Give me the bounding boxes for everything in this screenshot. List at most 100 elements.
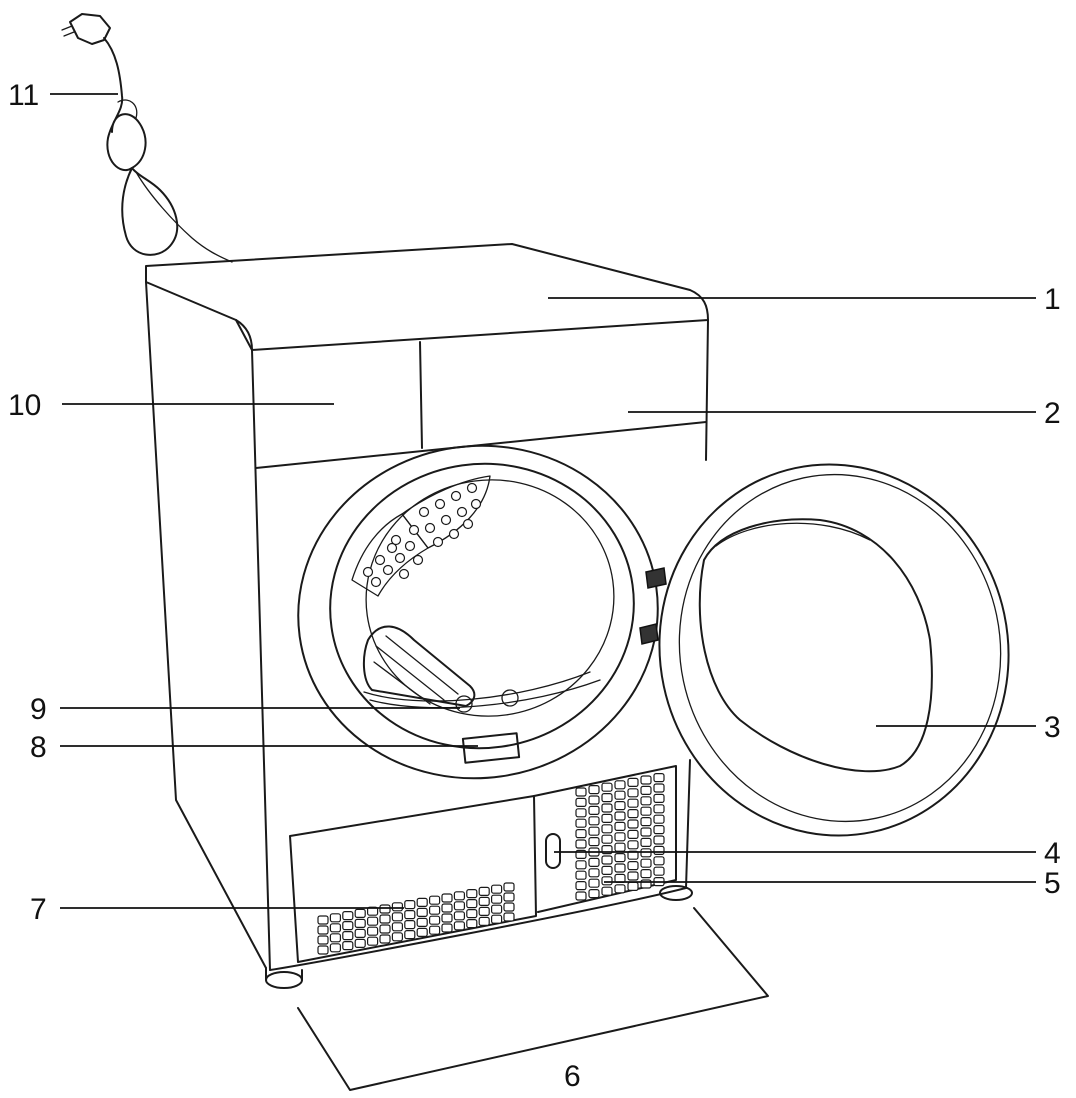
vent-slot [342,930,354,941]
vent-slot [367,936,379,946]
vent-slot [640,775,652,785]
vent-slot [404,909,416,920]
vent-slot [588,888,600,899]
vent-slot [466,898,478,909]
vent-slot [453,901,465,911]
vent-slot [653,783,665,793]
drum-opening [297,444,659,780]
vent-slot [614,780,626,790]
vent-slot [329,933,341,943]
vent-slot [503,912,515,922]
vent-slot [588,878,600,888]
vent-slot [429,925,441,935]
fluff-filter [362,625,601,713]
floor-outline [297,907,769,1091]
vent-slot [588,784,600,795]
vent-slot [441,903,453,913]
vent-slot [329,923,341,933]
vent-slot [640,858,652,868]
vent-slot [601,824,613,834]
condenser-cover-handle [545,833,561,869]
vent-slot [503,882,515,892]
vent-slot [429,905,441,915]
callout-4: 4 [1044,837,1061,870]
vent-slot [614,790,626,800]
vent-slot [491,884,503,894]
vent-slot [627,871,639,881]
callout-1: 1 [1044,283,1061,316]
vent-slot [601,886,613,896]
vent-slot [627,829,639,840]
vent-slot [379,914,391,924]
callout-5: 5 [1044,867,1061,900]
vent-slot [391,922,403,932]
vent-slot [601,855,613,865]
vent-slot [588,805,600,816]
vent-slot [614,821,626,832]
vent-slot [627,840,639,850]
vent-slot [601,865,613,876]
vent-slot [588,836,600,847]
vent-slot [478,896,490,907]
vent-slot [379,904,391,914]
vent-slot [588,816,600,826]
vent-slot [653,804,665,814]
drum-perforations [351,475,491,597]
vent-slot [601,803,613,813]
leader-lines [50,93,1036,909]
vent-slot [575,860,587,870]
vent-slot [441,893,453,903]
vent-slot [416,897,428,908]
vent-slot [627,819,639,829]
vent-slot [614,863,626,873]
vent-slot [429,895,441,905]
vent-slot [354,928,366,939]
callout-9: 9 [30,693,47,726]
callout-11: 11 [8,79,39,112]
vent-slot [342,920,354,931]
vent-slot [575,797,587,808]
vent-slot [367,916,379,926]
air-vent-slots [317,882,515,955]
vent-slot [601,834,613,844]
vent-slot [466,908,478,919]
vent-slot [503,902,515,912]
vent-slot [575,828,587,839]
vent-slot [429,915,441,925]
vent-slot [575,880,587,891]
callout-8: 8 [30,731,47,764]
vent-slot [329,913,341,923]
vent-slot [653,835,665,845]
condenser-cover-vents [575,772,665,901]
vent-slot [391,902,403,912]
loading-door [658,463,1010,837]
callout-10: 10 [8,389,41,422]
vent-slot [491,894,503,904]
vent-slot [404,929,416,940]
vent-slot [317,915,329,925]
vent-slot [640,806,652,816]
vent-slot [627,777,639,788]
vent-slot [614,852,626,863]
vent-slot [575,808,587,818]
vent-slot [640,785,652,796]
vent-slot [614,884,626,894]
vent-slot [627,860,639,871]
vent-slot [601,813,613,824]
vent-slot [317,945,329,955]
vent-slot [627,808,639,819]
plinth [289,765,677,963]
vent-slot [317,925,329,935]
vent-slot [601,782,613,792]
vent-slot [627,798,639,808]
vent-slot [588,868,600,878]
vent-slot [404,899,416,910]
vent-slot [575,891,587,901]
vent-slot [379,934,391,944]
vent-slot [640,827,652,837]
vent-slot [491,914,503,924]
vent-slot [601,792,613,803]
vent-slot [466,888,478,899]
vent-slot [367,926,379,936]
